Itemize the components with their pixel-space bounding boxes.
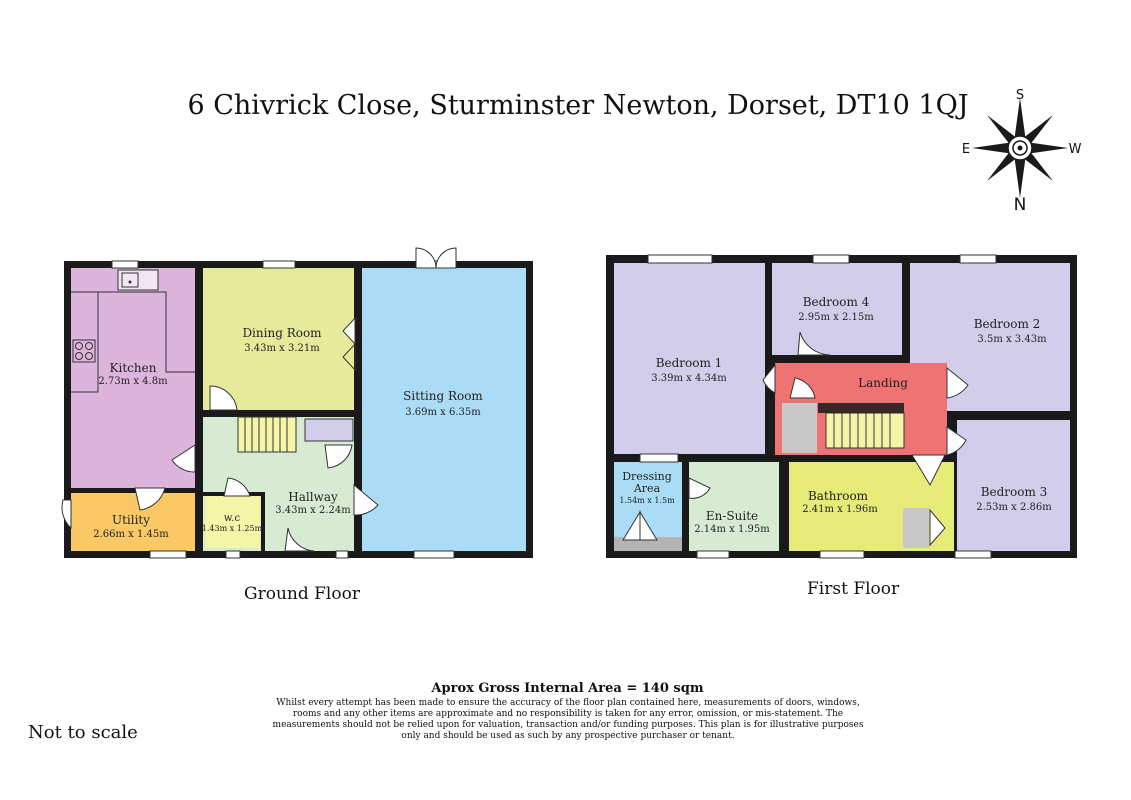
bedroom3-dims: 2.53m x 2.86m: [976, 502, 1052, 513]
kitchen-room: [71, 268, 195, 488]
bedroom1-room: [614, 263, 765, 454]
compass-s: S: [1016, 88, 1024, 103]
area-summary: Aprox Gross Internal Area = 140 sqm: [431, 681, 704, 696]
first-stairs: [825, 412, 905, 449]
dining-label: Dining Room: [242, 326, 322, 340]
hallway-dims: 3.43m x 2.24m: [275, 505, 351, 516]
bedroom3-label: Bedroom 3: [981, 485, 1048, 499]
ensuite-label: En-Suite: [706, 509, 758, 523]
dressing-label: Dressing: [622, 470, 672, 483]
wc-dims: 1.43m x 1.25m: [202, 524, 263, 533]
kitchen-label: Kitchen: [110, 361, 157, 375]
utility-room: [71, 493, 195, 551]
dining-room: [203, 268, 354, 410]
sitting-label: Sitting Room: [403, 389, 483, 403]
page-title: 6 Chivrick Close, Sturminster Newton, Do…: [187, 90, 969, 121]
compass-rose-icon: [972, 98, 1068, 198]
first-floor-plan: Bedroom 1 3.39m x 4.34m Bedroom 4 2.95m …: [606, 254, 1077, 559]
bedroom4-dims: 2.95m x 2.15m: [798, 312, 874, 323]
bathroom-dims: 2.41m x 1.96m: [802, 504, 878, 515]
dining-dims: 3.43m x 3.21m: [244, 343, 320, 354]
compass-w: W: [1069, 142, 1082, 157]
bedroom1-dims: 3.39m x 4.34m: [651, 373, 727, 384]
not-to-scale-note: Not to scale: [28, 722, 138, 743]
bedroom2-dims: 3.5m x 3.43m: [977, 334, 1047, 345]
bedroom4-room: [772, 263, 902, 355]
wc-room: [205, 496, 260, 548]
disclaimer-text: Whilst every attempt has been made to en…: [272, 698, 864, 741]
ground-stairs: [237, 416, 297, 453]
bedroom1-label: Bedroom 1: [656, 356, 723, 370]
bathroom-label: Bathroom: [808, 489, 869, 503]
landing-label: Landing: [858, 376, 908, 390]
ground-floor-label: Ground Floor: [244, 584, 360, 604]
ensuite-dims: 2.14m x 1.95m: [694, 524, 770, 535]
ground-floor-plan: Kitchen 2.73m x 4.8m Dining Room 3.43m x…: [61, 247, 533, 559]
utility-dims: 2.66m x 1.45m: [93, 529, 169, 540]
dressing-label-2: Area: [633, 482, 661, 495]
hallway-label: Hallway: [288, 490, 338, 504]
kitchen-dims: 2.73m x 4.8m: [98, 376, 168, 387]
sitting-dims: 3.69m x 6.35m: [405, 407, 481, 418]
compass-e: E: [962, 142, 970, 157]
wc-label: w.c: [224, 513, 241, 524]
bedroom4-label: Bedroom 4: [803, 295, 870, 309]
sitting-room: [362, 268, 526, 551]
ensuite-room: [689, 462, 779, 551]
compass-n: N: [1014, 195, 1027, 215]
utility-label: Utility: [112, 513, 150, 527]
bedroom3-room: [957, 420, 1070, 551]
bedroom2-label: Bedroom 2: [974, 317, 1041, 331]
first-floor-label: First Floor: [807, 579, 900, 599]
dressing-dims: 1.54m x 1.5m: [619, 496, 675, 505]
